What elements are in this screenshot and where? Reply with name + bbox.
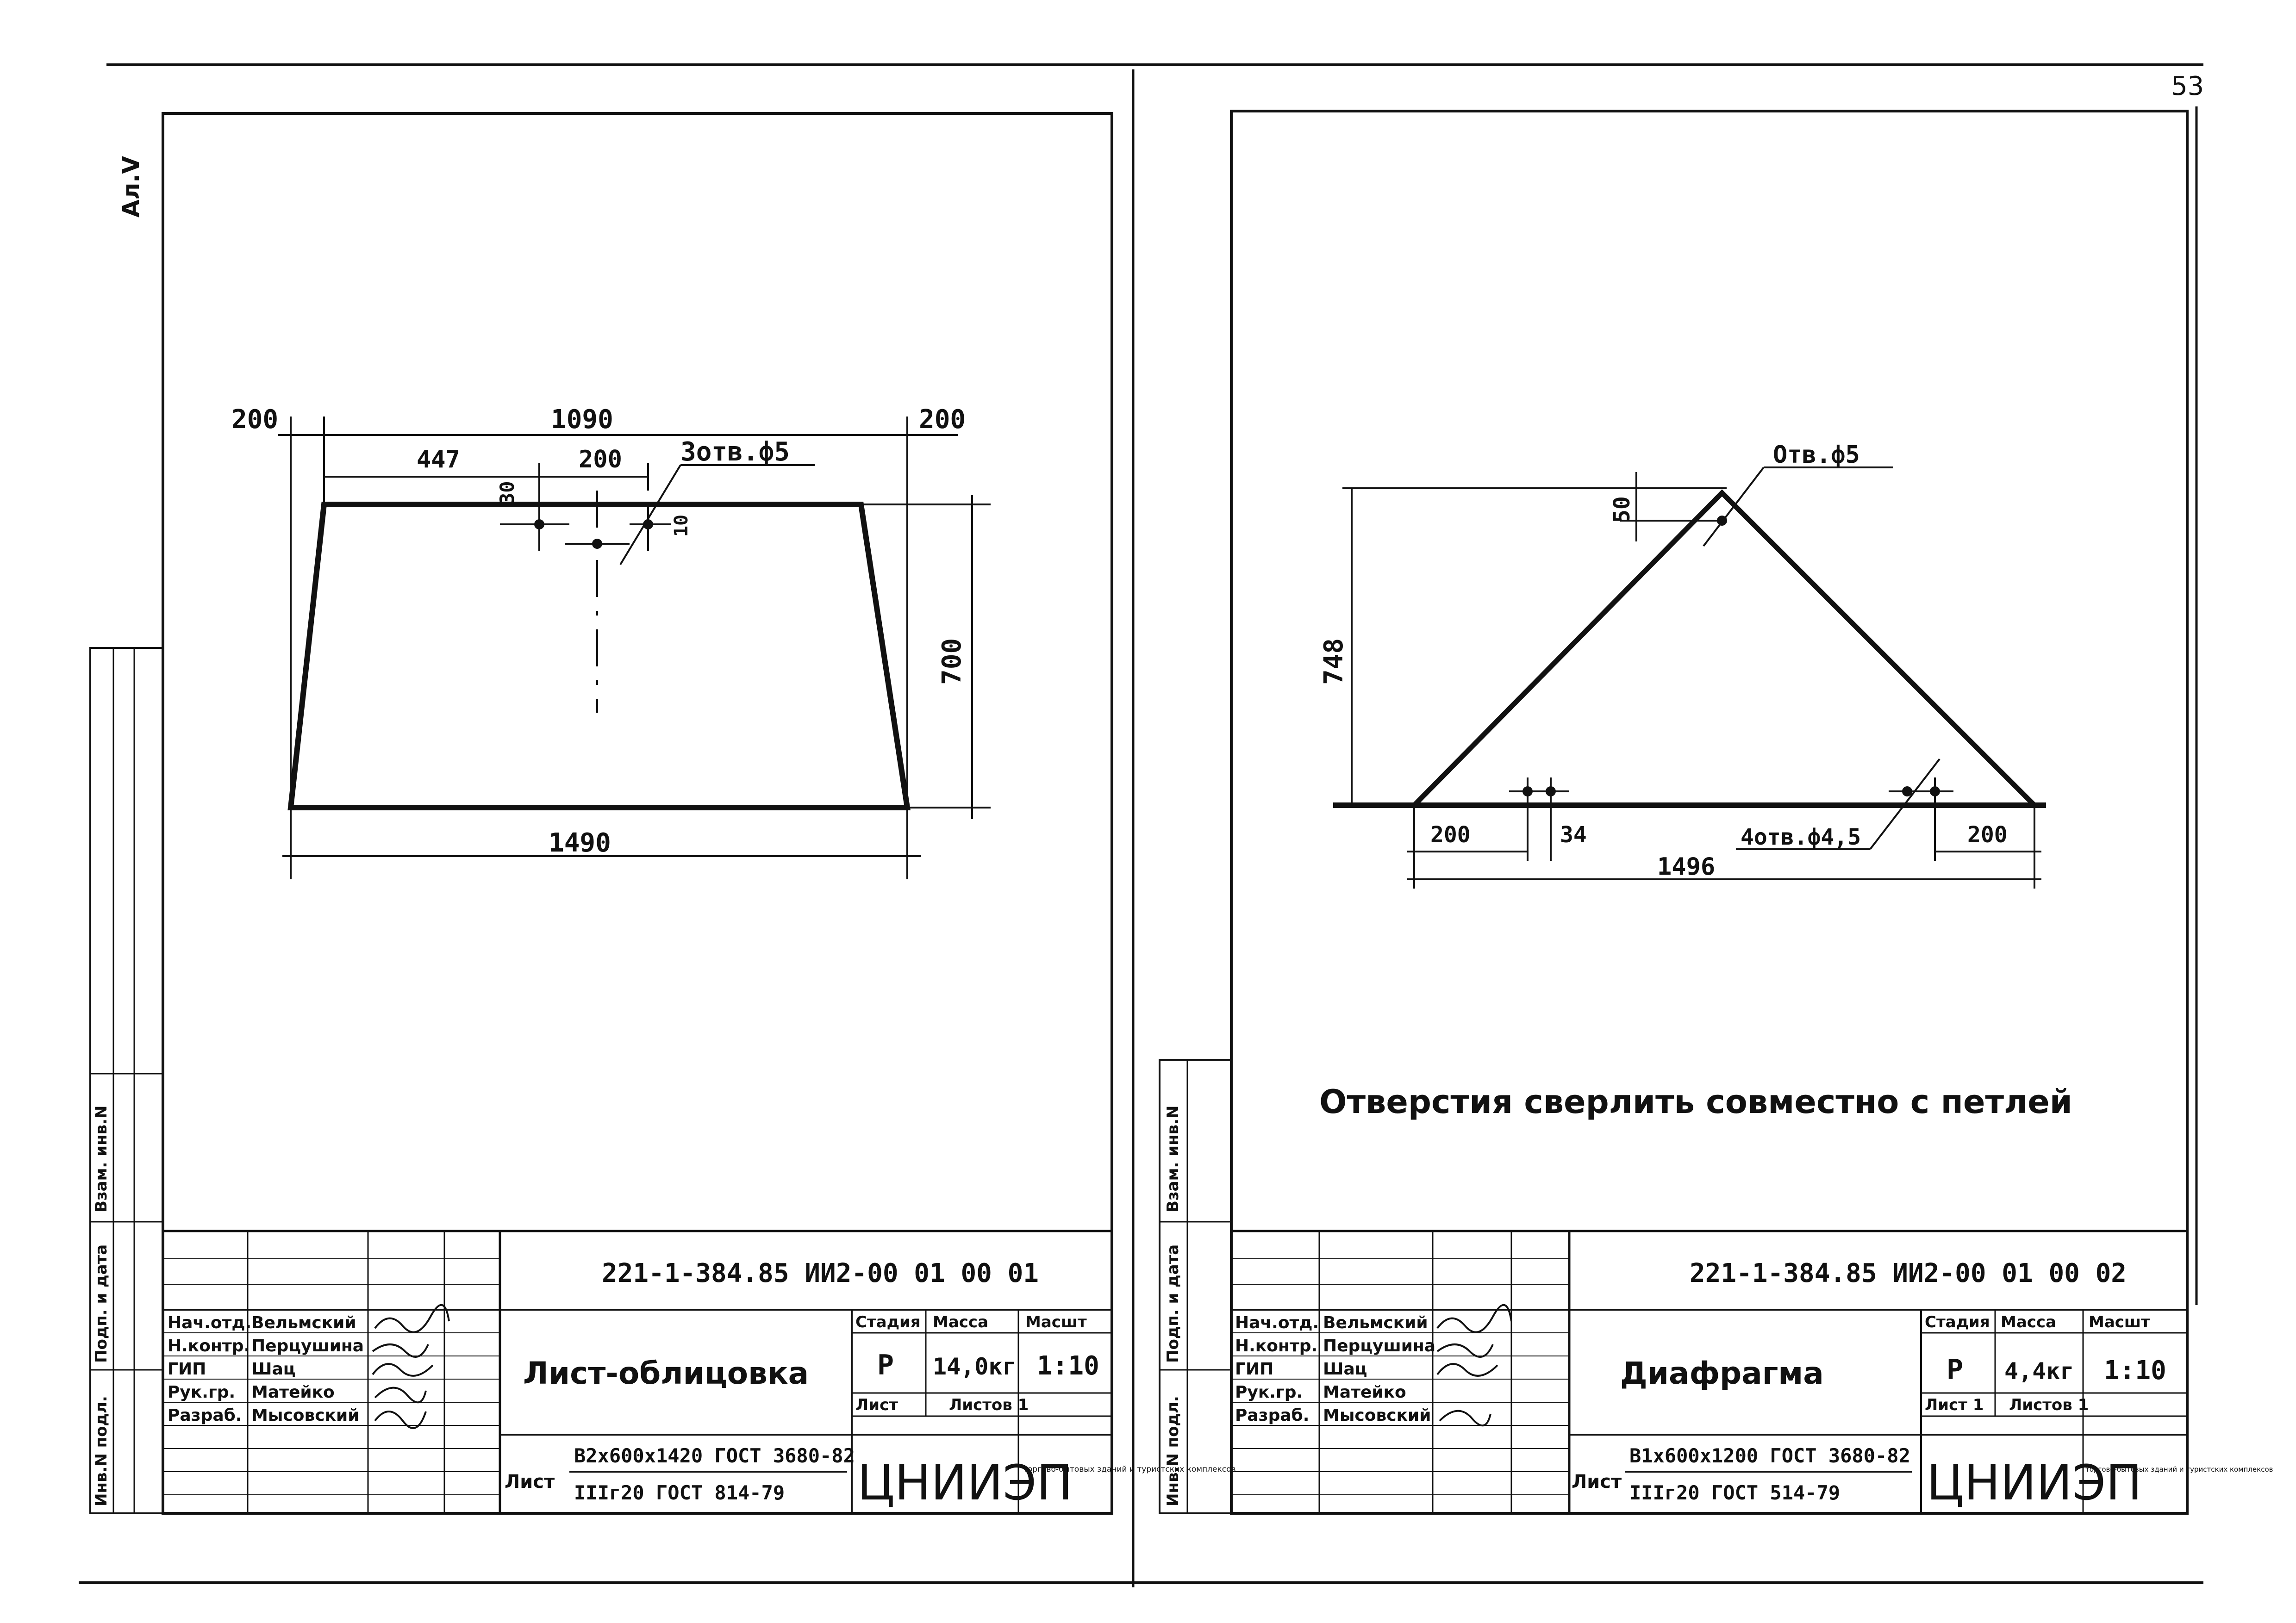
right-note: Отверстия сверлить совместно с петлей [1319,1083,2072,1121]
right-name-1: Вельмский [1323,1313,1428,1332]
left-scale-label: Масшт [1025,1313,1087,1331]
right-holes [1509,516,1953,796]
right-sheet: Взам. инв.N Подп. и дата Инв.N подл. 50 … [1159,110,2273,1515]
dim-mid-segment: 200 [579,446,622,473]
left-drawing-title: Лист-облицовка [523,1356,809,1391]
left-scale: 1:10 [1037,1351,1099,1381]
right-scale: 1:10 [2104,1356,2166,1386]
right-stamp-sign: Подп. и дата [1164,1244,1182,1363]
right-sheet-label: Лист 1 [1925,1396,1984,1414]
right-doc-code: 221-1-384.85 ИИ2-00 01 00 02 [1690,1258,2127,1288]
right-stamp-replace: Взам. инв.N [1164,1106,1182,1213]
dim-hole-small: 10 [671,515,692,537]
left-stamp-replace: Взам. инв.N [92,1106,111,1213]
right-mass: 4,4кг [2004,1358,2074,1385]
left-org-note: торгово-бытовых зданий и туристских комп… [1023,1465,1236,1474]
right-signatures [1436,1304,1512,1427]
left-role-4: Рук.гр. [168,1383,235,1402]
right-title-block: 221-1-384.85 ИИ2-00 01 00 02 Нач.отд. Н.… [1230,1230,2273,1515]
right-drawing-title: Диафрагма [1620,1356,1824,1391]
right-mass-label: Масса [2001,1313,2056,1331]
dim-height: 700 [937,638,967,685]
left-stage-label: Стадия [855,1313,921,1331]
right-role-1: Нач.отд. [1235,1313,1319,1332]
left-material-label: Лист [505,1471,555,1492]
right-name-4: Матейко [1323,1383,1406,1402]
dim-right-hole-spacing: 34 [1560,822,1587,848]
left-sheet-label: Лист [855,1396,898,1414]
dim-right-top-offset: 50 [1609,496,1635,523]
dim-hole-top-offset: 30 [496,481,518,504]
left-sheets-label: Листов 1 [949,1396,1029,1414]
left-side-dimensions: 700 1490 [282,495,991,879]
left-side-stamps: Взам. инв.N Подп. и дата Инв.N подл. [89,647,164,1514]
left-doc-code: 221-1-384.85 ИИ2-00 01 00 01 [602,1258,1039,1288]
right-material-line1: В1х600х1200 ГОСТ 3680-82 [1629,1444,1910,1467]
left-role-3: ГИП [168,1360,206,1379]
left-mass-label: Масса [933,1313,988,1331]
left-name-5: Мысовский [251,1406,359,1425]
left-role-2: Н.контр. [168,1337,250,1356]
right-dimensions: 50 748 Отв.ф5 200 34 4отв.ф4,5 200 1496 [1319,441,2041,889]
dim-top-total: 1090 [551,404,613,435]
left-title-block: 221-1-384.85 ИИ2-00 01 00 01 Нач.отд. Н.… [162,1230,1236,1515]
right-role-4: Рук.гр. [1235,1383,1303,1402]
left-side-code: Ал.V [118,156,144,218]
dim-left-segment: 447 [417,446,460,473]
dim-right-left-end: 200 [1430,822,1471,848]
right-org: ЦНИИЭП [1927,1455,2142,1511]
right-material-line2: IIIг20 ГОСТ 514-79 [1629,1481,1840,1504]
callout-right-holes: 4отв.ф4,5 [1741,824,1861,850]
left-mass: 14,0кг [933,1353,1017,1380]
right-material-label: Лист [1572,1471,1622,1492]
left-name-1: Вельмский [251,1313,356,1332]
dim-right-margin: 200 [919,404,966,435]
callout-holes: 3отв.ф5 [680,437,790,467]
right-triangle-part [1333,489,2046,808]
left-material-line1: В2х600х1420 ГОСТ 3680-82 [574,1444,855,1467]
right-org-note: торгово-бытовых зданий и туристских комп… [2085,1465,2273,1474]
left-name-3: Шац [251,1360,295,1379]
left-stamp-sign: Подп. и дата [92,1244,111,1363]
callout-right-hole: Отв.ф5 [1773,441,1860,469]
left-material-line2: IIIг20 ГОСТ 814-79 [574,1481,785,1504]
dim-left-margin: 200 [231,404,278,435]
dim-bottom-total: 1490 [549,828,611,858]
right-role-2: Н.контр. [1235,1337,1317,1356]
left-holes [500,467,671,551]
right-scale-label: Масшт [2089,1313,2150,1331]
right-role-5: Разраб. [1235,1406,1309,1425]
left-role-1: Нач.отд. [168,1313,251,1332]
left-sheet: Ал.V Взам. инв.N Подп. и дата Инв.N подл… [89,112,1236,1515]
right-name-5: Мысовский [1323,1406,1431,1425]
left-stage: Р [877,1349,894,1381]
right-stage: Р [1947,1354,1963,1386]
right-name-2: Перцушина [1323,1337,1435,1356]
dim-right-base: 1496 [1657,853,1715,881]
right-side-stamps: Взам. инв.N Подп. и дата Инв.N подл. [1159,1059,1232,1514]
left-name-2: Перцушина [251,1337,364,1356]
left-name-4: Матейко [251,1383,335,1402]
left-top-dimensions: 200 1090 200 447 200 3отв.ф5 30 10 [231,404,966,815]
left-org: ЦНИИЭП [857,1455,1073,1511]
left-signatures [372,1304,450,1429]
dim-right-height: 748 [1319,638,1349,685]
left-stamp-inv: Инв.N подл. [92,1396,111,1506]
dim-right-right-end: 200 [1967,822,2008,848]
left-trapezoid-part [287,491,911,810]
right-sheets-label: Листов 1 [2009,1396,2089,1414]
page-number: 53 [2171,71,2204,101]
right-role-3: ГИП [1235,1360,1273,1379]
right-name-3: Шац [1323,1360,1367,1379]
right-stamp-inv: Инв.N подл. [1164,1396,1182,1506]
page-lines [79,63,2203,1587]
left-role-5: Разраб. [168,1406,242,1425]
right-stage-label: Стадия [1925,1313,1990,1331]
